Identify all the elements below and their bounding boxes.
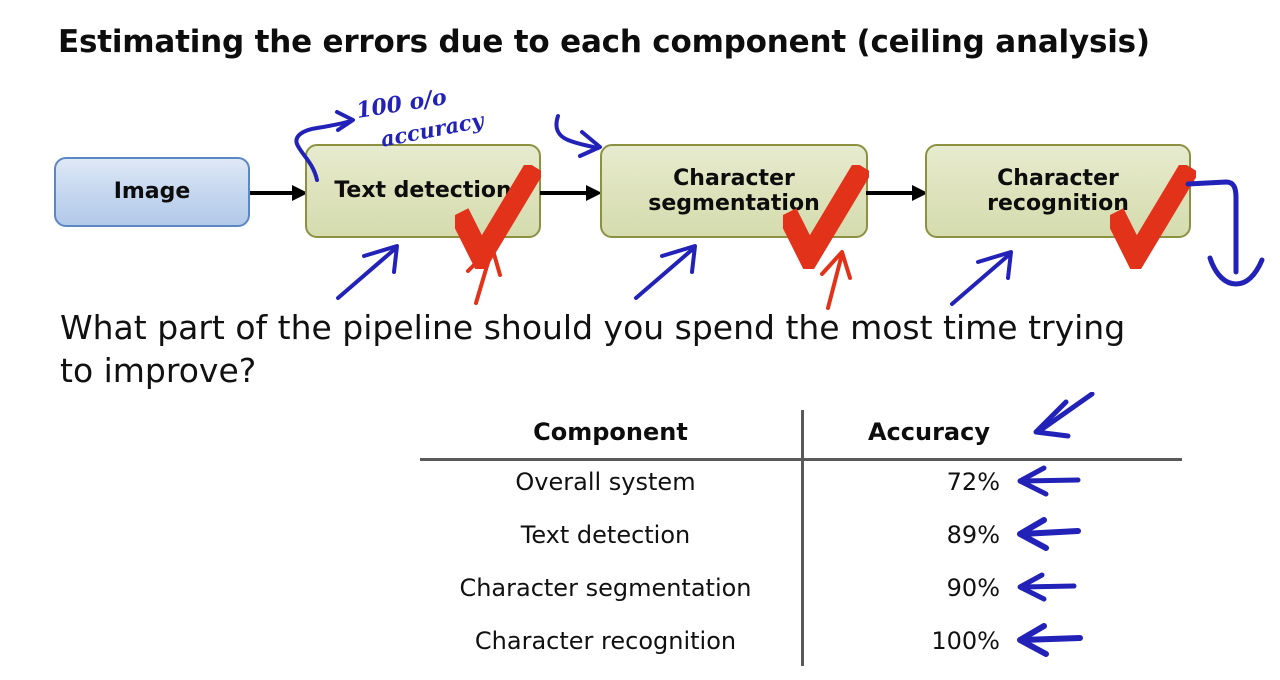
- pipeline-node-image[interactable]: Image: [54, 157, 250, 227]
- table-header-accuracy: Accuracy: [867, 418, 990, 446]
- handwritten-red-up-arrow-icon: [810, 248, 868, 310]
- connector-arrow-1: [250, 181, 308, 205]
- pipeline-node-label: Image: [113, 179, 191, 205]
- table-row: Character segmentation 90%: [420, 572, 1182, 627]
- pipeline-node-character-segmentation[interactable]: Character segmentation: [600, 144, 868, 238]
- table-column-divider: [801, 410, 804, 666]
- question-text: What part of the pipeline should you spe…: [60, 308, 1126, 390]
- handwritten-blue-left-arrow-icon: [1012, 570, 1084, 604]
- table-row: Text detection 89%: [420, 517, 1182, 574]
- slide-canvas: Estimating the errors due to each compon…: [54, 24, 1278, 666]
- handwritten-blue-up-arrow-icon: [334, 240, 416, 302]
- table-cell-component: Character segmentation: [459, 574, 752, 602]
- table-header-component: Component: [533, 418, 688, 446]
- handwritten-blue-left-arrow-icon: [1030, 392, 1096, 440]
- pipeline-node-label: Character recognition: [987, 165, 1129, 216]
- table-cell-component: Text detection: [520, 521, 691, 549]
- handwritten-blue-left-arrow-icon: [1012, 517, 1084, 551]
- handwritten-blue-up-arrow-icon: [632, 240, 714, 302]
- table-row: Character recognition 100%: [420, 623, 1182, 680]
- handwritten-accuracy-note: 100 o/o accuracy: [344, 84, 524, 153]
- handwritten-blue-hook-arrow-icon: [552, 112, 612, 164]
- accuracy-table: Component Accuracy Overall system 72% Te…: [420, 410, 1182, 666]
- handwritten-blue-left-arrow-icon: [1012, 464, 1084, 498]
- connector-arrow-3: [866, 181, 928, 205]
- table-cell-component: Character recognition: [474, 627, 737, 655]
- page-title: Estimating the errors due to each compon…: [58, 24, 1150, 60]
- handwritten-red-up-arrow-icon: [458, 243, 516, 305]
- handwritten-blue-up-arrow-icon: [948, 246, 1030, 308]
- red-checkmark-icon: [783, 165, 869, 269]
- table-cell-accuracy: 89%: [946, 521, 1000, 549]
- table-cell-accuracy: 100%: [931, 627, 1000, 655]
- handwritten-blue-left-arrow-icon: [1012, 623, 1084, 657]
- connector-arrow-2: [540, 181, 602, 205]
- handwritten-blue-hook-arrow-icon: [293, 110, 359, 182]
- pipeline-node-label: Text detection: [334, 178, 512, 204]
- handwritten-blue-uturn-arrow-icon: [1185, 176, 1278, 294]
- table-cell-accuracy: 90%: [946, 574, 1000, 602]
- table-cell-component: Overall system: [515, 468, 696, 496]
- table-cell-accuracy: 72%: [946, 468, 1000, 496]
- table-row: Overall system 72%: [420, 465, 1182, 521]
- red-checkmark-icon: [1110, 165, 1196, 269]
